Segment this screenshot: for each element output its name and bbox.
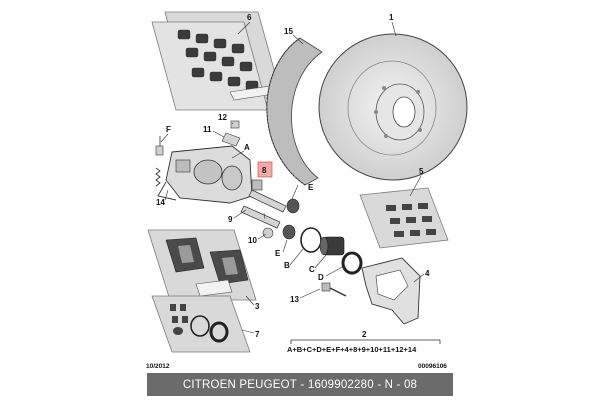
callout-13: 13	[290, 295, 299, 304]
callout-12: 12	[218, 113, 227, 122]
callout-2: 2	[362, 330, 367, 339]
bolt-13	[321, 282, 347, 297]
callout-D: D	[318, 273, 324, 282]
callout-E-lower: E	[275, 249, 281, 258]
bolt-11	[221, 132, 241, 147]
callout-7: 7	[255, 330, 260, 339]
sheet-reference: N - 08	[384, 378, 418, 391]
separator: -	[297, 378, 308, 391]
seal-ring-B	[300, 227, 322, 253]
callout-11: 11	[203, 125, 212, 134]
guide-pin-8	[248, 179, 287, 213]
caliper-carrier-4	[361, 257, 421, 325]
dust-shield-15	[266, 37, 323, 186]
bleed-screw-F	[155, 136, 164, 156]
clip-kit-box-5	[359, 187, 449, 249]
separator: -	[373, 378, 385, 391]
washer-10	[262, 227, 274, 239]
callout-5: 5	[419, 167, 424, 176]
caliper-assembly-A	[157, 145, 253, 204]
pad-fitting-kit-box-6	[151, 11, 283, 111]
highlight-item-8	[257, 161, 273, 178]
guide-pin-9	[240, 205, 281, 229]
callout-C: C	[309, 265, 315, 274]
leader-lines	[160, 21, 425, 334]
callout-6: 6	[247, 13, 252, 22]
brake-pad-set-box-3	[147, 229, 257, 301]
part-number: 1609902280	[307, 378, 374, 391]
callout-B: B	[284, 261, 290, 270]
brake-disc-1	[318, 33, 468, 181]
boot-E-lower	[282, 224, 296, 240]
callout-F: F	[166, 125, 171, 134]
drawing-number: 00096106	[418, 363, 447, 370]
kit-formula: A+B+C+D+E+F+4+8+9+10+11+12+14	[287, 345, 417, 354]
spring-14	[155, 167, 161, 187]
kit-bracket	[290, 339, 441, 344]
part-info-banner: CITROEN PEUGEOT - 1609902280 - N - 08	[147, 373, 453, 396]
callout-1: 1	[389, 13, 394, 22]
dust-boot-D	[341, 251, 363, 275]
date-code: 10/2012	[146, 363, 170, 370]
callout-10: 10	[248, 236, 257, 245]
callout-14: 14	[156, 198, 165, 207]
boot-E-upper	[286, 198, 300, 214]
bolt-12	[230, 120, 240, 129]
callout-A: A	[244, 143, 250, 152]
callout-4: 4	[425, 269, 430, 278]
seal-kit-box-7	[151, 295, 251, 353]
callout-9: 9	[228, 215, 233, 224]
callout-E-upper: E	[308, 183, 314, 192]
callout-8: 8	[262, 166, 267, 175]
piston-C	[319, 236, 345, 256]
callout-3: 3	[255, 302, 260, 311]
callout-15: 15	[284, 27, 293, 36]
brand-label: CITROEN PEUGEOT	[182, 378, 298, 391]
